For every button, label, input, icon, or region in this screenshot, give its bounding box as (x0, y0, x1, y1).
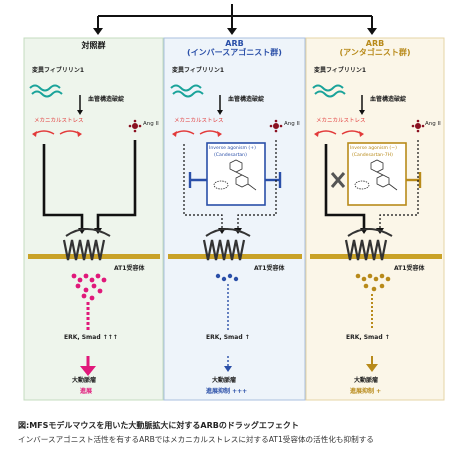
outcome-label: 大動脈瘤 (72, 377, 97, 384)
fibrillin-label: 変異フィブリリン1 (314, 67, 367, 74)
ang-label: Ang II (284, 121, 300, 127)
drug-label-1: Inverse agonism (+) (209, 146, 256, 151)
receptor-icon-3 (310, 228, 442, 372)
fibrillin-icon (312, 84, 346, 98)
ang-label: Ang II (143, 121, 159, 127)
top-branch-lines (97, 4, 373, 30)
panel-antagonist-subheader: (アンタゴニスト群) (339, 48, 411, 57)
ang-label: Ang II (425, 121, 441, 127)
stress-label: メカニカルストレス (316, 118, 366, 124)
ang-ii-icon (411, 119, 425, 133)
fibrillin-icon (170, 84, 204, 98)
figure-caption-body: インバースアゴニスト活性を有するARBではメカニカルストレスに対するAT1受容体… (18, 435, 374, 444)
drug-box-antagonist (347, 142, 407, 206)
blocked-x-icon (330, 172, 346, 188)
vascular-label: 血管構造破綻 (228, 96, 265, 103)
signal-label: ERK, Smad ↑↑↑ (64, 334, 118, 341)
panel-antagonist-bg (305, 37, 445, 401)
fibrillin-label: 変異フィブリリン1 (172, 67, 225, 74)
receptor-icon-2 (168, 228, 302, 372)
vascular-label: 血管構造破綻 (370, 96, 407, 103)
receptor-label: AT1受容体 (254, 265, 285, 272)
signal-label: ERK, Smad ↑ (206, 334, 250, 341)
drug-label-2: (Candesartan-7H) (352, 153, 393, 158)
fibrillin-label: 変異フィブリリン1 (32, 67, 85, 74)
ang-ii-icon (128, 119, 142, 133)
outcome-label: 大動脈瘤 (212, 377, 237, 384)
panel-inverse-graphics (170, 84, 283, 234)
panel-inverse-header: ARB (225, 39, 244, 48)
panel-antagonist-header: ARB (365, 39, 385, 48)
receptor-label: AT1受容体 (394, 265, 425, 272)
outcome-label: 大動脈瘤 (354, 377, 379, 384)
panel-control-header: 対照群 (81, 41, 106, 50)
panel-inverse-bg (163, 37, 306, 401)
fibrillin-icon (29, 84, 63, 98)
result-label: 進展抑制 + (350, 388, 382, 395)
vascular-label: 血管構造破綻 (88, 96, 125, 103)
drug-label-1: Inverse agonism (−) (350, 146, 397, 151)
stress-label: メカニカルストレス (34, 118, 84, 124)
figure-caption-title: 図:MFSモデルマウスを用いた大動脈拡大に対するARBのドラッグエフェクト (18, 421, 299, 430)
drug-box-inverse (206, 142, 266, 206)
result-label: 進展 (80, 388, 93, 395)
signal-label: ERK, Smad ↑ (346, 334, 390, 341)
panel-inverse-subheader: (インバースアゴニスト群) (187, 48, 282, 57)
ang-ii-icon (269, 119, 283, 133)
panel-control-bg (23, 37, 164, 401)
receptor-icon-1 (28, 228, 160, 376)
stress-label: メカニカルストレス (174, 118, 224, 124)
receptor-label: AT1受容体 (114, 265, 145, 272)
result-label: 進展抑制 +++ (206, 388, 248, 395)
drug-label-2: (Candesartan) (214, 153, 247, 158)
